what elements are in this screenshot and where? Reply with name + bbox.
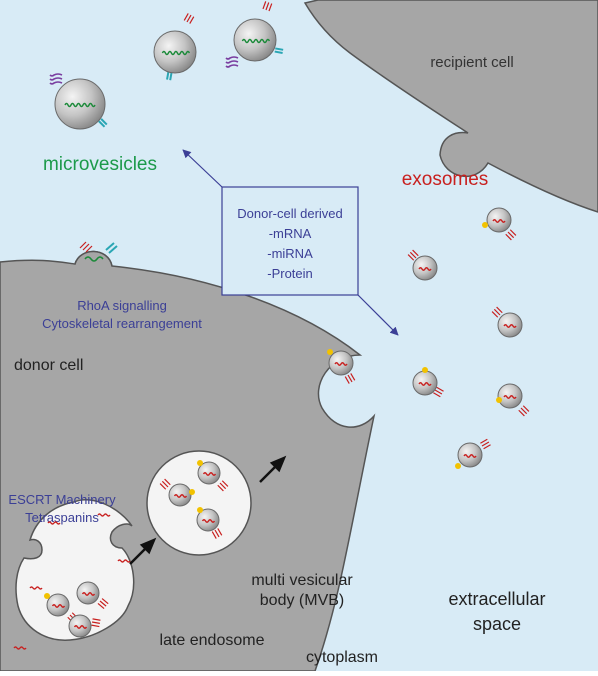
exosome-icon bbox=[496, 383, 530, 417]
recipient-cell-label: recipient cell bbox=[430, 54, 513, 71]
rna-strand-icon bbox=[117, 559, 131, 563]
cytoplasm-label: cytoplasm bbox=[306, 649, 378, 666]
to-exosomes-arrow bbox=[357, 294, 399, 336]
escrt-line1: ESCRT Machinery bbox=[8, 492, 116, 507]
exosome-icon bbox=[491, 306, 523, 338]
free-rna bbox=[97, 513, 111, 517]
rna-strand-icon bbox=[418, 267, 432, 271]
microvesicle-icon bbox=[225, 1, 284, 68]
mvb-line1: multi vesicular bbox=[251, 572, 353, 589]
exosome-icon bbox=[407, 249, 438, 281]
tetraspanin-marker bbox=[482, 222, 488, 228]
exosome-icon bbox=[455, 438, 491, 469]
vesicles-layer bbox=[13, 1, 530, 650]
mvb-to-membrane-arrowhead bbox=[269, 455, 287, 473]
microvesicles-label: microvesicles bbox=[43, 154, 157, 175]
tetraspanin-marker bbox=[496, 397, 502, 403]
rna-strand-icon bbox=[81, 592, 96, 596]
to-microvesicles-arrow bbox=[182, 149, 223, 188]
rna-strand-icon bbox=[173, 494, 188, 498]
donor-box-line1: Donor-cell derived bbox=[237, 206, 343, 221]
exosome-icon bbox=[482, 207, 517, 241]
rna-strand-icon bbox=[13, 646, 27, 650]
mvb-line2: body (MVB) bbox=[260, 592, 344, 609]
exosome-icon bbox=[197, 460, 229, 492]
exosomes-label: exosomes bbox=[402, 169, 489, 190]
tetraspanin-marker bbox=[422, 367, 428, 373]
donor-cargo-box bbox=[221, 186, 359, 296]
exosome-icon bbox=[327, 349, 356, 384]
rna-strand-icon bbox=[503, 324, 517, 328]
recipient-cell bbox=[303, 0, 598, 213]
tetraspanin-marker bbox=[197, 460, 203, 466]
tetraspanin-marker bbox=[197, 507, 203, 513]
rna-strand-icon bbox=[418, 382, 432, 386]
donor-cell-label: donor cell bbox=[14, 357, 83, 374]
exosome-icon bbox=[159, 478, 195, 507]
free-rna bbox=[13, 646, 27, 650]
rna-strand-icon bbox=[161, 50, 191, 56]
rna-strand-icon bbox=[463, 454, 477, 458]
donor-box-line4: -Protein bbox=[267, 266, 313, 281]
rna-strand-icon bbox=[202, 472, 217, 476]
exosome-icon bbox=[412, 367, 444, 398]
rna-strand-icon bbox=[64, 102, 96, 108]
rna-strand-icon bbox=[47, 521, 61, 525]
budding-microvesicle bbox=[74, 241, 118, 267]
free-rna bbox=[117, 559, 131, 563]
tetraspanin-marker bbox=[327, 349, 333, 355]
endosome-to-mvb-arrowhead bbox=[139, 537, 157, 555]
extracellular-line2: space bbox=[473, 614, 521, 634]
rna-strand-icon bbox=[334, 362, 348, 366]
free-rna bbox=[29, 586, 43, 590]
rna-strand-icon bbox=[73, 625, 88, 629]
extracellular-line1: extracellular bbox=[448, 589, 545, 609]
late-endosome-label: late endosome bbox=[160, 632, 265, 649]
rhoa-line2: Cytoskeletal rearrangement bbox=[42, 316, 202, 331]
rna-strand-icon bbox=[492, 219, 506, 223]
tetraspanin-marker bbox=[189, 489, 195, 495]
exosome-icon bbox=[76, 581, 109, 610]
rna-strand-icon bbox=[241, 38, 271, 44]
rna-strand-icon bbox=[51, 604, 66, 608]
exosome-icon bbox=[196, 507, 223, 539]
tetraspanin-marker bbox=[455, 463, 461, 469]
microvesicle-icon bbox=[49, 73, 108, 130]
escrt-line2: Tetraspanins bbox=[25, 510, 99, 525]
microvesicle-icon bbox=[153, 13, 197, 81]
exosome-icon bbox=[68, 614, 101, 638]
rna-strand-icon bbox=[29, 586, 43, 590]
rhoa-line1: RhoA signalling bbox=[77, 298, 167, 313]
donor-box-line2: -mRNA bbox=[269, 226, 312, 241]
trafficking-arrows bbox=[129, 455, 287, 565]
rna-strand-icon bbox=[503, 395, 517, 399]
multivesicular-body bbox=[146, 450, 252, 556]
rna-strand-icon bbox=[201, 519, 216, 523]
rna-strand-icon bbox=[97, 513, 111, 517]
tetraspanin-marker bbox=[44, 593, 50, 599]
free-rna bbox=[47, 521, 61, 525]
donor-box-line3: -miRNA bbox=[267, 246, 313, 261]
